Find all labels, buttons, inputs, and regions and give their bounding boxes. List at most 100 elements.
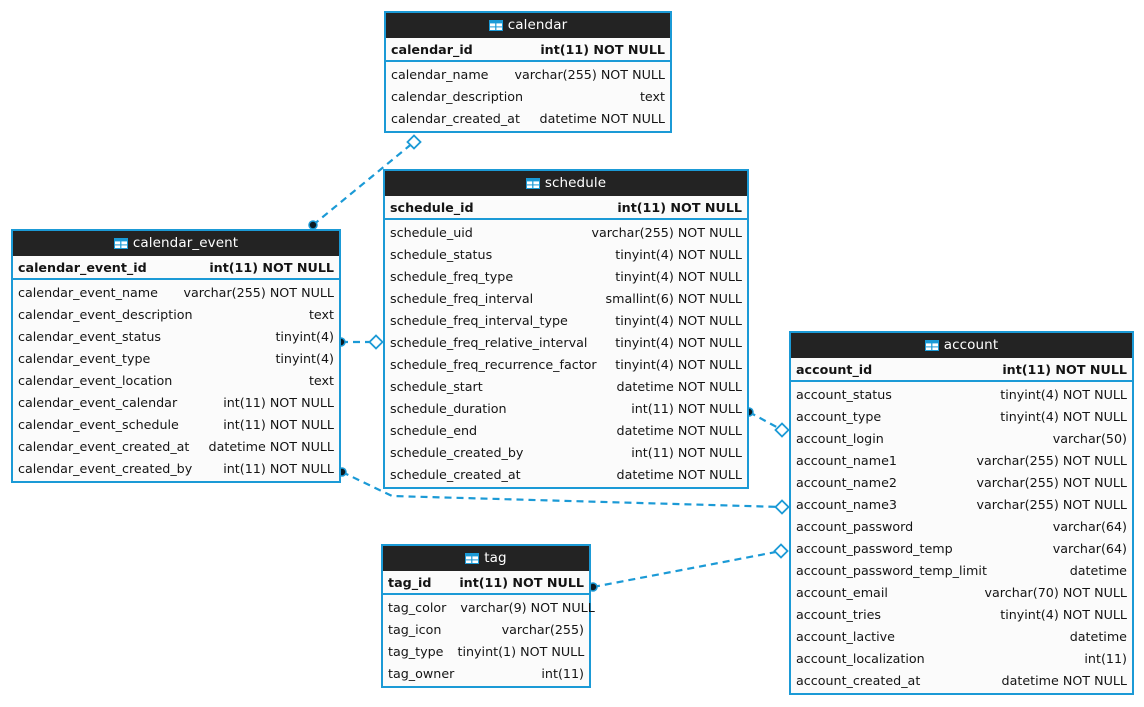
- rel-calendar-event-to-schedule[interactable]: [336, 334, 384, 350]
- table-icon: [113, 238, 128, 249]
- relationship-target-diamond: [368, 334, 384, 350]
- column-name: calendar_event_name: [18, 284, 158, 300]
- column-type: tinyint(4) NOT NULL: [615, 246, 742, 262]
- column-name: account_login: [796, 430, 884, 446]
- column-name: calendar_event_created_at: [18, 438, 190, 454]
- relationship-target-diamond: [773, 543, 789, 559]
- table-icon: [488, 20, 503, 31]
- column-type: tinyint(4): [275, 350, 334, 366]
- column-type: text: [639, 88, 665, 104]
- column-type: int(11) NOT NULL: [223, 394, 334, 410]
- table-icon: [525, 178, 540, 189]
- column-type: varchar(50): [1052, 430, 1127, 446]
- rel-schedule-to-account[interactable]: [744, 407, 790, 438]
- column-name: account_name3: [796, 496, 897, 512]
- column-name: account_id: [796, 361, 873, 377]
- column-name: schedule_freq_interval_type: [390, 312, 568, 328]
- column-name: account_name2: [796, 474, 897, 490]
- column-name: account_status: [796, 386, 892, 402]
- column-name: tag_color: [388, 599, 447, 615]
- column-type: int(11) NOT NULL: [223, 416, 334, 432]
- relationship-target-diamond: [774, 422, 790, 438]
- column-type: datetime NOT NULL: [1001, 672, 1127, 688]
- column-type: tinyint(4) NOT NULL: [1000, 606, 1127, 622]
- column-type: datetime NOT NULL: [616, 422, 742, 438]
- column-row[interactable]: schedule_freq_interval_type tinyint(4) NO…: [385, 309, 747, 331]
- column-name: account_created_at: [796, 672, 921, 688]
- column-row[interactable]: account_created_at datetime NOT NULL: [791, 669, 1132, 691]
- column-name: calendar_event_schedule: [18, 416, 179, 432]
- column-row[interactable]: account_login varchar(50): [791, 427, 1132, 449]
- column-type: text: [308, 372, 334, 388]
- column-name: tag_type: [388, 643, 444, 659]
- table-header-tag[interactable]: tag: [383, 546, 589, 571]
- column-name: account_password_temp: [796, 540, 953, 556]
- table-name-label: calendar: [507, 17, 568, 33]
- table-header-schedule[interactable]: schedule: [385, 171, 747, 196]
- rel-tag-to-account[interactable]: [588, 543, 789, 592]
- table-header-calendar[interactable]: calendar: [386, 13, 670, 38]
- column-name: tag_owner: [388, 665, 455, 681]
- column-type: datetime NOT NULL: [208, 438, 334, 454]
- column-name: schedule_duration: [390, 400, 507, 416]
- column-type: varchar(70) NOT NULL: [984, 584, 1127, 600]
- column-row[interactable]: calendar_event_created_at datetime NOT NU…: [13, 435, 339, 457]
- relationship-target-diamond: [406, 134, 422, 150]
- column-name: schedule_freq_recurrence_factor: [390, 356, 597, 372]
- column-row[interactable]: calendar_event_schedule int(11) NOT NULL: [13, 413, 339, 435]
- table-header-account[interactable]: account: [791, 333, 1132, 358]
- column-type: tinyint(4) NOT NULL: [615, 312, 742, 328]
- table-header-calendar_event[interactable]: calendar_event: [13, 231, 339, 256]
- column-name: calendar_id: [391, 41, 473, 57]
